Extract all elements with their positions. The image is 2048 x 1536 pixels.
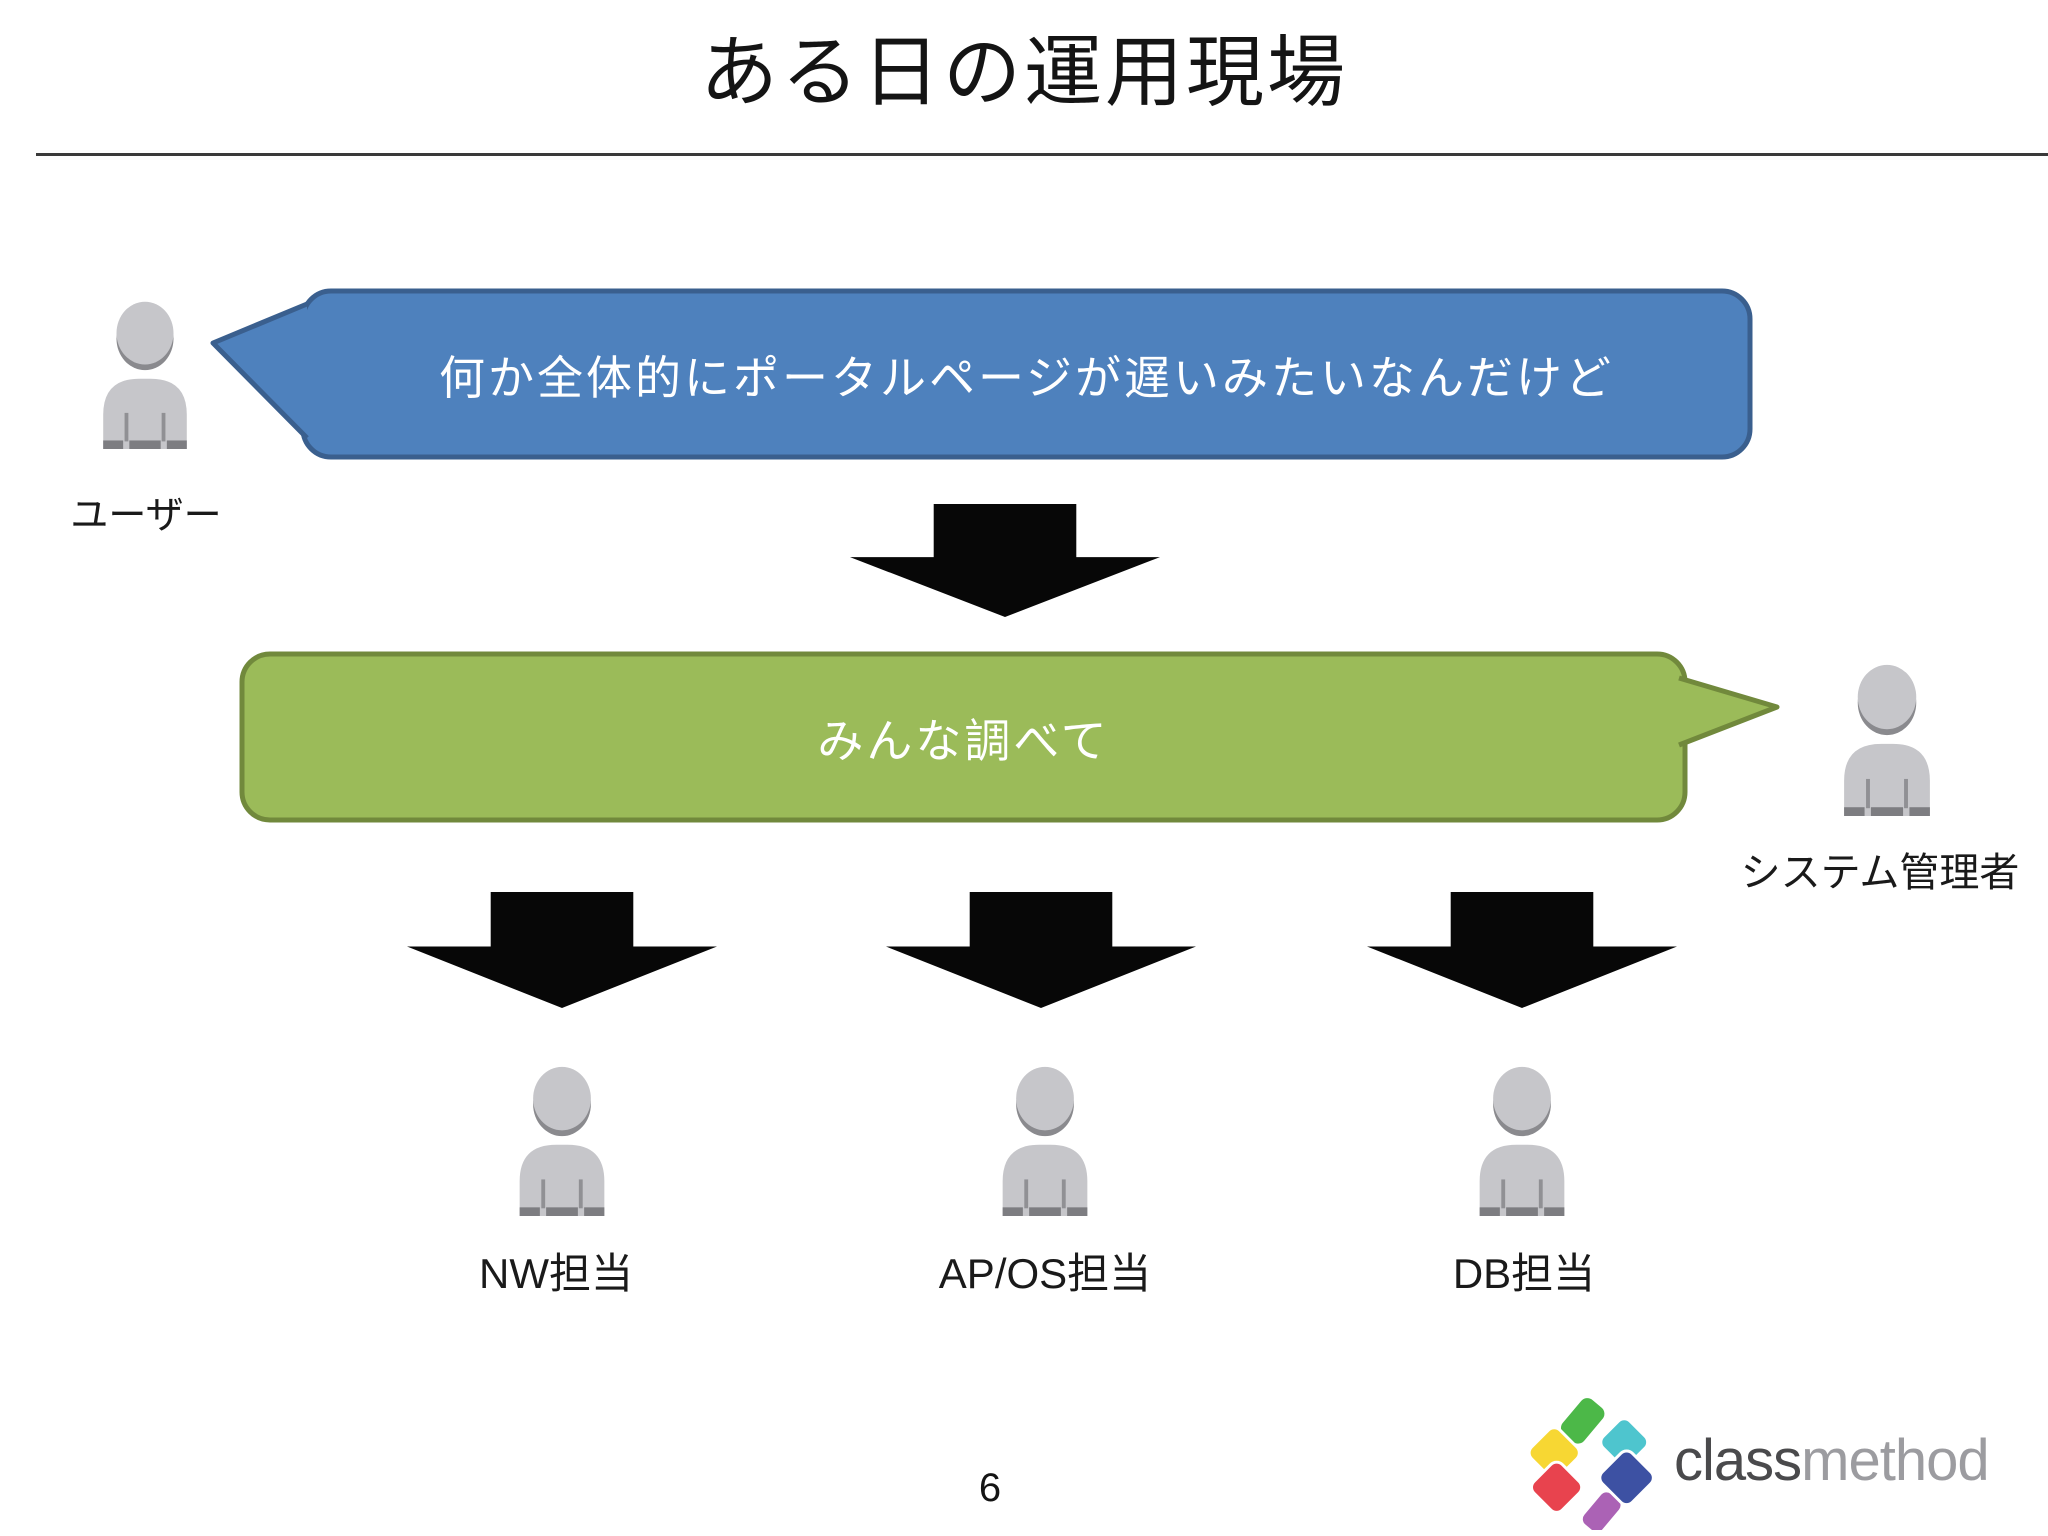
db-label: DB担当	[1452, 1250, 1596, 1297]
speech-bubble-admin-text: みんな調べて	[817, 715, 1110, 767]
down-arrow-icon-main	[850, 504, 1160, 617]
down-arrow-icon-db	[1367, 892, 1677, 1008]
speech-bubble-user-text: 何か全体的にポータルページが遅いみたいなんだけど	[438, 352, 1615, 404]
system-admin-label: システム管理者	[1740, 851, 2020, 895]
nw-label: NW担当	[479, 1250, 633, 1297]
db-person-icon	[1473, 1062, 1571, 1216]
classmethod-logo-text: classmethod	[1674, 1427, 1990, 1494]
logo-text-method: method	[1801, 1427, 1989, 1493]
user-person-icon	[96, 297, 194, 449]
system-admin-person-icon	[1838, 660, 1936, 816]
apos-person-icon	[996, 1062, 1094, 1216]
logo-text-class: class	[1674, 1427, 1802, 1493]
nw-person-icon	[513, 1062, 611, 1216]
user-label: ユーザー	[70, 495, 222, 537]
apos-label: AP/OS担当	[938, 1250, 1152, 1297]
slide-title: ある日の運用現場	[699, 28, 1348, 116]
speech-bubble-user	[210, 288, 1753, 460]
down-arrow-icon-nw	[407, 892, 717, 1008]
title-divider	[36, 153, 2048, 156]
speech-bubble-admin	[239, 651, 1780, 823]
page-number: 6	[978, 1466, 1002, 1510]
classmethod-logo: classmethod	[1528, 1390, 1990, 1530]
down-arrow-icon-apos	[886, 892, 1196, 1008]
classmethod-logo-icon	[1528, 1395, 1654, 1530]
